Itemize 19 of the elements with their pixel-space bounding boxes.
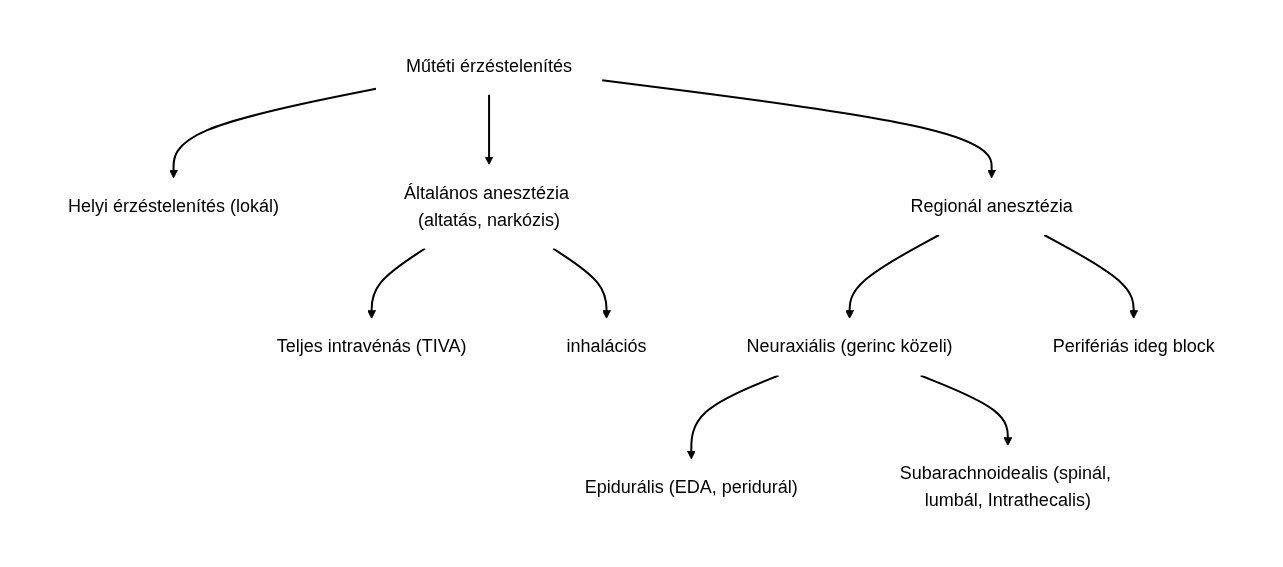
arrow: [484, 93, 494, 165]
node-text: inhalációs: [566, 336, 647, 357]
node-text: Regionál anesztézia: [910, 196, 1073, 216]
arrow: [169, 87, 378, 179]
arrow: [687, 374, 780, 460]
node-text: Helyi érzéstelenítés (lokál): [68, 196, 280, 216]
arrow: [552, 247, 612, 319]
node-text: Általános anesztézia (altatás, narkózis): [404, 182, 570, 230]
arrow: [1043, 234, 1139, 319]
node-text: Epidurális (EDA, peridurál): [584, 477, 798, 497]
arrow: [367, 247, 427, 319]
arrow: [845, 234, 941, 319]
arrow: [919, 374, 1013, 446]
node-text: Műtéti érzéstelenítés: [406, 55, 573, 76]
node-text: Teljes intravénás (TIVA): [276, 336, 467, 357]
node-text: Neuraxiális (gerinc közeli): [746, 336, 953, 357]
node-text: Subarachnoidealis (spinál, lumbál, Intrathecalis): [899, 463, 1112, 511]
node-text: Perifériás ideg block: [1052, 336, 1215, 357]
arrow: [601, 79, 997, 179]
